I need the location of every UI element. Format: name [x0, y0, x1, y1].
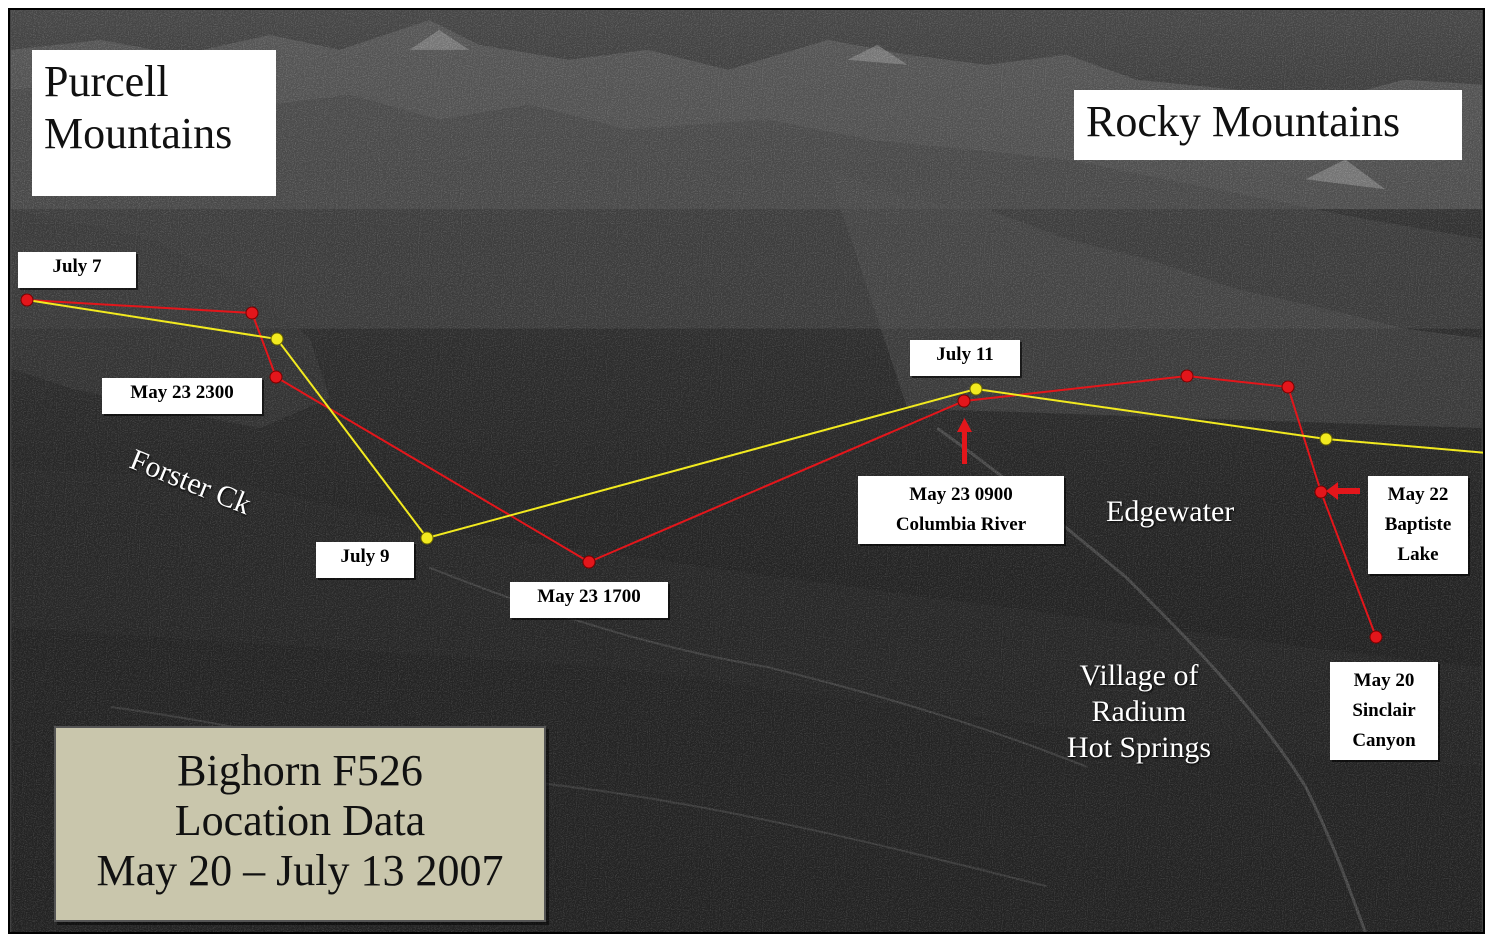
yellow-point[interactable]: [270, 332, 284, 346]
label-july-7[interactable]: July 7: [18, 252, 136, 288]
map-title-box: Bighorn F526 Location Data May 20 – July…: [54, 726, 546, 922]
title-line-3: May 20 – July 13 2007: [96, 846, 504, 895]
red-point[interactable]: [582, 555, 596, 569]
red-point[interactable]: [245, 306, 259, 320]
yellow-point[interactable]: [1319, 432, 1333, 446]
region-rocky: Rocky Mountains: [1074, 90, 1462, 160]
arrow-left-icon: [1326, 482, 1360, 500]
title-line-1: Bighorn F526: [177, 746, 423, 795]
label-july-9-text: July 9: [340, 546, 390, 567]
satellite-terrain-image: [11, 10, 1482, 932]
label-may-20[interactable]: May 20 Sinclair Canyon: [1330, 662, 1438, 760]
label-may-23-2300-text: May 23 2300: [130, 382, 234, 403]
red-point[interactable]: [1180, 369, 1194, 383]
label-may-23-0900-line1: May 23 0900: [909, 484, 1013, 505]
region-rocky-label: Rocky Mountains: [1086, 97, 1401, 146]
region-purcell-line2: Mountains: [44, 109, 233, 158]
red-point[interactable]: [1314, 485, 1328, 499]
label-may-23-2300[interactable]: May 23 2300: [102, 378, 262, 414]
red-point[interactable]: [269, 370, 283, 384]
red-point[interactable]: [1369, 630, 1383, 644]
place-radium-line3: Hot Springs: [1066, 731, 1212, 764]
label-may-23-0900-line2: Columbia River: [895, 514, 1027, 535]
label-may-22-line3: Lake: [1397, 544, 1439, 565]
yellow-track-line: [26, 299, 1483, 540]
place-edgewater: Edgewater: [1106, 494, 1234, 530]
label-may-20-line3: Canyon: [1352, 730, 1416, 751]
label-may-22-line2: Baptiste: [1384, 514, 1452, 535]
title-line-2: Location Data: [174, 796, 426, 845]
place-radium-line1: Village of: [1079, 659, 1199, 692]
label-may-22-line1: May 22: [1387, 484, 1449, 505]
yellow-point[interactable]: [969, 382, 983, 396]
arrow-up-icon: [957, 418, 972, 464]
map-frame: Purcell Mountains Rocky Mountains Forste…: [8, 8, 1485, 934]
label-may-23-0900[interactable]: May 23 0900 Columbia River: [858, 476, 1064, 544]
place-radium: Village of Radium Hot Springs: [1054, 658, 1224, 766]
red-point[interactable]: [20, 293, 34, 307]
label-may-23-1700-text: May 23 1700: [537, 586, 641, 607]
label-may-20-line1: May 20: [1353, 670, 1415, 691]
label-may-23-1700[interactable]: May 23 1700: [510, 582, 668, 618]
place-edgewater-label: Edgewater: [1106, 495, 1235, 528]
red-point[interactable]: [957, 394, 971, 408]
label-july-11-text: July 11: [936, 344, 994, 365]
label-may-20-line2: Sinclair: [1352, 700, 1416, 721]
region-purcell: Purcell Mountains: [32, 50, 276, 196]
track-overlay: [20, 293, 1483, 644]
region-purcell-line1: Purcell: [44, 57, 169, 106]
red-point[interactable]: [1281, 380, 1295, 394]
red-track-line: [26, 299, 1377, 638]
place-radium-line2: Radium: [1091, 695, 1187, 728]
label-may-22[interactable]: May 22 Baptiste Lake: [1368, 476, 1468, 574]
label-july-11[interactable]: July 11: [910, 340, 1020, 376]
label-july-9[interactable]: July 9: [316, 542, 414, 578]
yellow-point[interactable]: [420, 531, 434, 545]
label-july-7-text: July 7: [52, 256, 102, 277]
